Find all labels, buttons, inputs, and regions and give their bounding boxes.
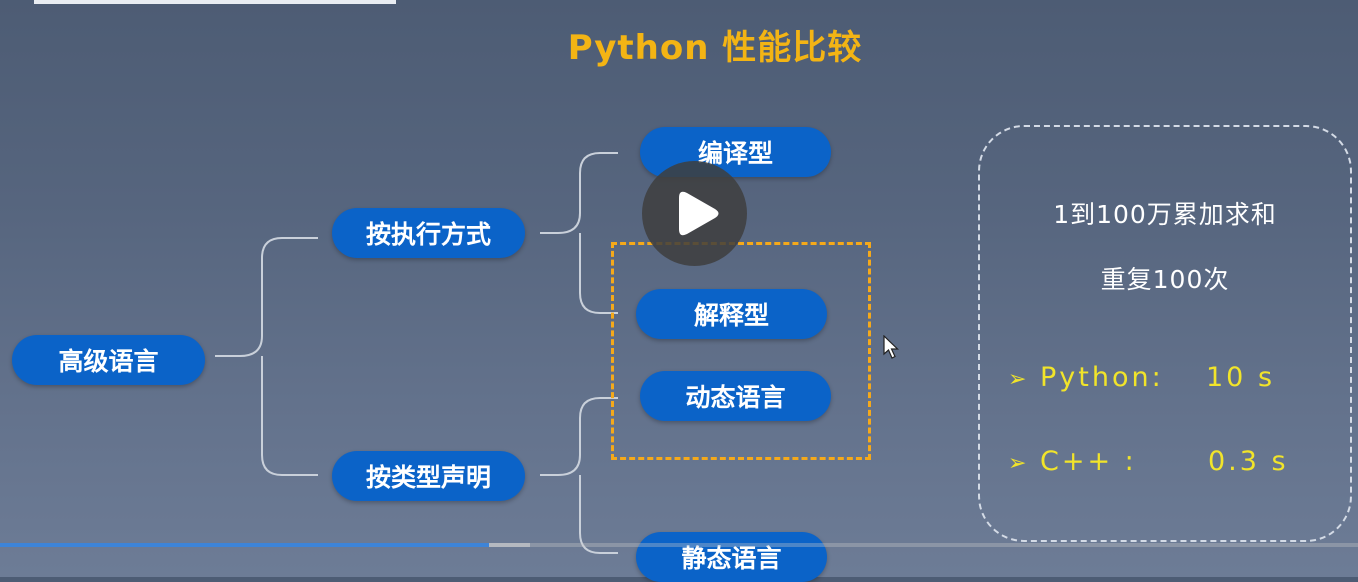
page-title: Python 性能比较 (567, 28, 863, 68)
node-interpreted[interactable]: 解释型 (636, 289, 827, 339)
top-highlight-bar (34, 0, 396, 4)
connector-execution (540, 152, 618, 314)
info-task-line: 1到100万累加求和 (1053, 200, 1277, 229)
node-high-level-language[interactable]: 高级语言 (12, 335, 205, 385)
video-played-bar (0, 543, 489, 547)
benchmark-cpp-label: C++ : (1040, 446, 1137, 477)
node-static-language[interactable]: 静态语言 (636, 532, 827, 582)
benchmark-cpp-value: 0.3 s (1208, 446, 1289, 477)
benchmark-python-label: Python: (1040, 362, 1164, 393)
connector-type (540, 397, 618, 554)
connector-root (215, 237, 318, 476)
node-by-type-declaration[interactable]: 按类型声明 (332, 451, 525, 501)
video-progress-bar[interactable] (0, 543, 1358, 547)
info-repeat-line: 重复100次 (1100, 265, 1230, 294)
highlight-dashed-box (611, 242, 871, 460)
benchmark-python-value: 10 s (1206, 362, 1276, 393)
node-dynamic-language[interactable]: 动态语言 (640, 371, 831, 421)
play-button[interactable] (642, 161, 747, 266)
benchmark-info-panel (978, 125, 1352, 542)
node-by-execution[interactable]: 按执行方式 (332, 208, 525, 258)
video-buffered-bar (488, 543, 530, 547)
play-icon (679, 191, 719, 236)
arrowhead-bullet-icon: ➢ (1008, 451, 1027, 476)
arrowhead-bullet-icon: ➢ (1008, 367, 1027, 392)
mouse-cursor-icon (883, 335, 899, 359)
